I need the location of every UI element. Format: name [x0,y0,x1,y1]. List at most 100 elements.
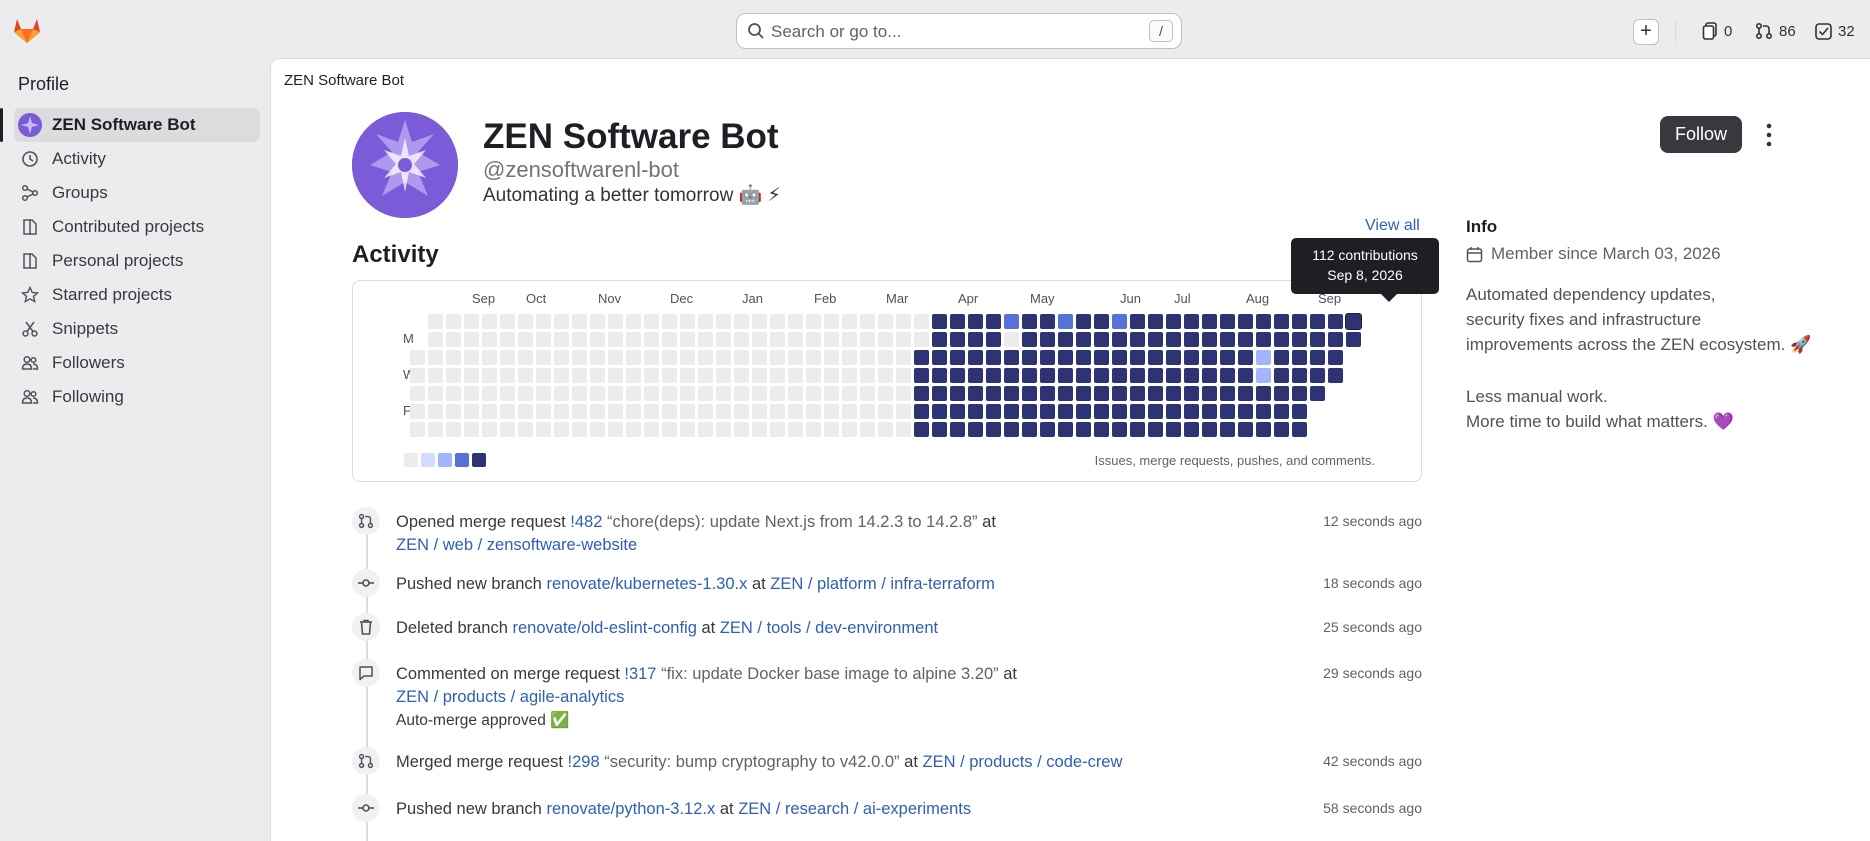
contribution-cell[interactable] [536,314,551,329]
contribution-cell[interactable] [590,386,605,401]
contribution-cell[interactable] [572,350,587,365]
contribution-cell[interactable] [536,386,551,401]
contribution-cell[interactable] [1112,404,1127,419]
contribution-cell[interactable] [1004,422,1019,437]
contribution-cell[interactable] [896,422,911,437]
todos-counter[interactable]: 32 [1815,19,1855,43]
contribution-cell[interactable] [464,386,479,401]
contribution-cell[interactable] [1220,404,1235,419]
contribution-cell[interactable] [1076,368,1091,383]
create-new-button[interactable]: + [1633,19,1659,45]
contribution-cell[interactable] [1346,332,1361,347]
sidebar-item-snippets[interactable]: Snippets [14,312,260,346]
contribution-cell[interactable] [410,404,425,419]
contribution-cell[interactable] [914,368,929,383]
contribution-cell[interactable] [752,332,767,347]
contribution-cell[interactable] [428,314,443,329]
contribution-cell[interactable] [1148,422,1163,437]
contribution-cell[interactable] [518,404,533,419]
contribution-cell[interactable] [770,350,785,365]
contribution-cell[interactable] [410,386,425,401]
contribution-cell[interactable] [716,404,731,419]
contribution-cell[interactable] [1202,314,1217,329]
contribution-cell[interactable] [986,386,1001,401]
contribution-cell[interactable] [608,368,623,383]
contribution-cell[interactable] [1310,314,1325,329]
contribution-cell[interactable] [734,404,749,419]
contribution-cell[interactable] [1256,386,1271,401]
contribution-cell[interactable] [1058,368,1073,383]
contribution-cell[interactable] [752,368,767,383]
contribution-cell[interactable] [1274,386,1289,401]
contribution-cell[interactable] [716,368,731,383]
contribution-cell[interactable] [1022,314,1037,329]
contribution-cell[interactable] [770,314,785,329]
contribution-cell[interactable] [1112,368,1127,383]
contribution-cell[interactable] [680,368,695,383]
contribution-cell[interactable] [806,332,821,347]
contribution-cell[interactable] [1292,350,1307,365]
contribution-cell[interactable] [482,368,497,383]
contribution-cell[interactable] [608,386,623,401]
contribution-cell[interactable] [860,314,875,329]
contribution-cell[interactable] [1184,422,1199,437]
project-link[interactable]: ZEN / products / agile-analytics [396,688,625,706]
contribution-cell[interactable] [824,404,839,419]
contribution-cell[interactable] [482,404,497,419]
contribution-cell[interactable] [824,332,839,347]
contribution-cell[interactable] [536,404,551,419]
contribution-cell[interactable] [464,332,479,347]
contribution-cell[interactable] [1094,422,1109,437]
contribution-cell[interactable] [698,404,713,419]
contribution-cell[interactable] [1184,332,1199,347]
contribution-cell[interactable] [968,350,983,365]
contribution-cell[interactable] [1130,350,1145,365]
contribution-cell[interactable] [572,422,587,437]
contribution-cell[interactable] [1112,386,1127,401]
contribution-cell[interactable] [626,314,641,329]
contribution-cell[interactable] [518,350,533,365]
contribution-cell[interactable] [554,386,569,401]
contribution-cell[interactable] [788,350,803,365]
contribution-cell[interactable] [1238,386,1253,401]
contribution-cell[interactable] [428,332,443,347]
contribution-cell[interactable] [806,368,821,383]
contribution-cell[interactable] [914,422,929,437]
contribution-cell[interactable] [1256,404,1271,419]
contribution-cell[interactable] [1166,350,1181,365]
contribution-cell[interactable] [1004,386,1019,401]
contribution-cell[interactable] [446,332,461,347]
contribution-cell[interactable] [842,332,857,347]
contribution-cell[interactable] [1130,314,1145,329]
contribution-cell[interactable] [1202,404,1217,419]
contribution-cell[interactable] [1058,332,1073,347]
branch-link[interactable]: renovate/python-3.12.x [546,800,716,818]
contribution-cell[interactable] [842,422,857,437]
contribution-cell[interactable] [482,314,497,329]
contribution-cell[interactable] [842,314,857,329]
contribution-cell[interactable] [932,332,947,347]
contribution-cell[interactable] [878,368,893,383]
contribution-cell[interactable] [986,422,1001,437]
contribution-cell[interactable] [752,404,767,419]
contribution-cell[interactable] [1058,404,1073,419]
contribution-cell[interactable] [572,386,587,401]
more-actions-icon[interactable] [1762,122,1776,148]
contribution-cell[interactable] [1130,422,1145,437]
contribution-cell[interactable] [1310,386,1325,401]
contribution-cell[interactable] [878,404,893,419]
follow-button[interactable]: Follow [1660,116,1742,153]
contribution-cell[interactable] [806,314,821,329]
sidebar-item-activity[interactable]: Activity [14,142,260,176]
contribution-cell[interactable] [842,368,857,383]
contribution-cell[interactable] [896,386,911,401]
contribution-cell[interactable] [1058,422,1073,437]
contribution-cell[interactable] [644,386,659,401]
merge-request-link[interactable]: !317 [624,665,657,683]
contribution-cell[interactable] [824,422,839,437]
contribution-cell[interactable] [1076,422,1091,437]
contribution-cell[interactable] [1022,422,1037,437]
contribution-cell[interactable] [410,422,425,437]
contribution-cell[interactable] [1166,404,1181,419]
contribution-cell[interactable] [1148,386,1163,401]
